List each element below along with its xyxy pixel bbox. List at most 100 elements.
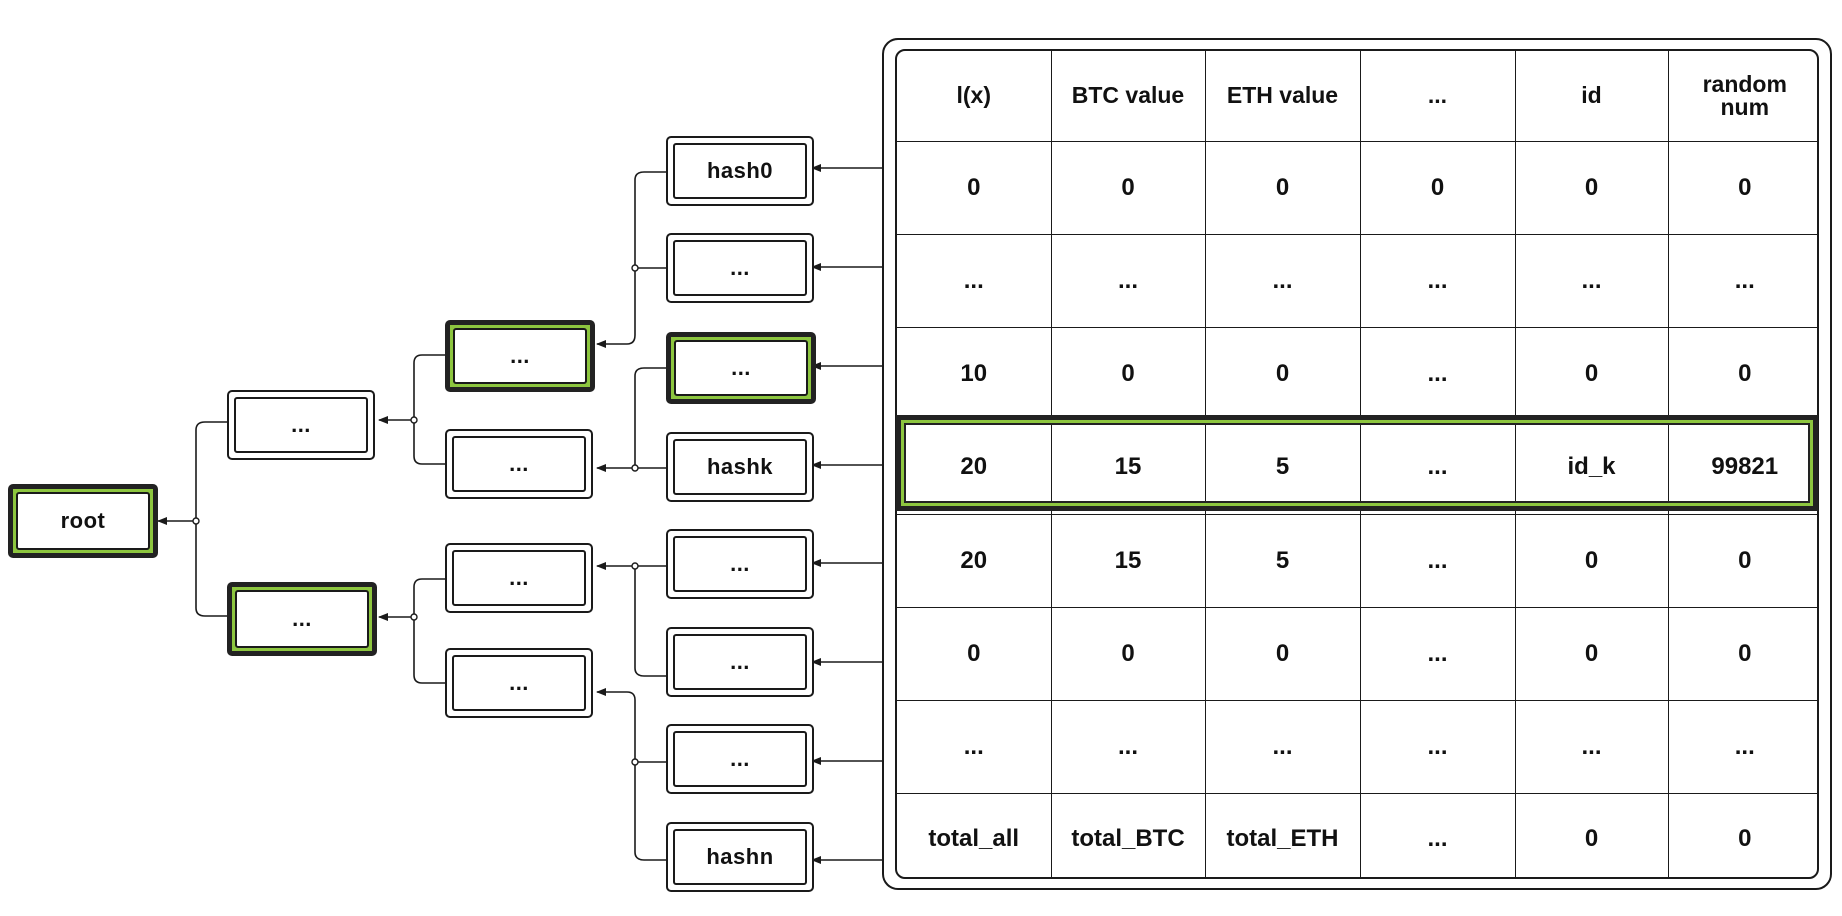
table-cell: 0 [1514,326,1669,421]
table-cell: 0 [897,606,1052,701]
edge-l2c-l1b [378,578,445,621]
edge-l1b-root [195,521,227,617]
table-cell: 0 [1514,606,1669,701]
table-cell: 0 [1667,326,1817,421]
table-cell: ... [1359,792,1516,877]
node-label: ... [453,328,587,384]
table-cell: 0 [1514,140,1669,235]
level2-node: ... [445,648,593,718]
table-row: 10 0 0 ... 0 0 [897,326,1817,421]
header-cell: BTC value [1050,51,1206,142]
table-cell: 0 [1667,140,1817,235]
table-cell: ... [1667,699,1817,794]
table-cell: 0 [1050,606,1206,701]
leaf-node-hashn: hashn [666,822,814,892]
table-header-row: l(x) BTC value ETH value ... id random n… [897,51,1817,142]
level1-node: ... [227,390,375,460]
table-cell: ... [1050,233,1206,328]
level2-node: ... [445,429,593,499]
junction-dot [410,416,418,424]
leaf-node-hashk: hashk [666,432,814,502]
header-cell: random num [1667,51,1817,142]
leaf-node: ... [666,332,816,404]
table-cell: ... [897,233,1052,328]
node-label: ... [234,397,368,453]
table-row: 20 15 5 ... 0 0 [897,513,1817,608]
table-row: 0 0 0 ... 0 0 [897,606,1817,701]
table-cell: ... [1204,699,1361,794]
table-cell: 0 [1050,326,1206,421]
table-row: ... ... ... ... ... ... [897,233,1817,328]
table-cell: ... [1514,699,1669,794]
table-cell: 0 [897,140,1052,235]
node-label: ... [452,655,586,711]
edge-l1a-root [157,421,227,525]
table-cell: 0 [1667,792,1817,877]
table-cell: 0 [1667,513,1817,608]
table-cell: ... [1359,513,1516,608]
table-row: ... ... ... ... ... ... [897,699,1817,794]
table-cell: ... [1359,606,1516,701]
table-cell: 0 [1204,140,1361,235]
table-cell: 15 [1050,513,1206,608]
node-label: ... [673,731,807,787]
table-row-totals: total_all total_BTC total_ETH ... 0 0 [897,792,1817,877]
table-cell: 0 [1204,606,1361,701]
table-cell: 99821 [1667,419,1817,515]
junction-dot [631,562,639,570]
edge-l2a-l1a [378,354,445,424]
level2-node: ... [445,543,593,613]
edge-l2b-l1a [413,420,445,465]
edge-leaf0-l2a [596,171,666,348]
edge-leaf5-l2c [634,566,666,677]
root-label: root [16,492,150,550]
node-label: ... [674,340,808,396]
header-cell: ... [1359,51,1516,142]
table-cell: id_k [1514,419,1669,515]
leaf-node-hash0: hash0 [666,136,814,206]
table-cell: ... [1667,233,1817,328]
table-cell: ... [1359,326,1516,421]
node-label: ... [673,634,807,690]
table-row: 0 0 0 0 0 0 [897,140,1817,235]
junction-dot [631,464,639,472]
header-cell: l(x) [897,51,1052,142]
table-cell: 5 [1204,419,1361,515]
node-label: ... [673,240,807,296]
level1-node: ... [227,582,377,656]
table-cell: 0 [1514,792,1669,877]
header-cell: ETH value [1204,51,1361,142]
leaf-node: ... [666,627,814,697]
leaf-data-table: l(x) BTC value ETH value ... id random n… [895,49,1819,879]
table-cell: 0 [1514,513,1669,608]
edge-leaf2-l2b [596,367,666,472]
node-label: hashn [673,829,807,885]
table-cell: 15 [1050,419,1206,515]
root-node: root [8,484,158,558]
table-cell: 20 [897,419,1052,515]
table-cell: total_ETH [1204,792,1361,877]
data-table: l(x) BTC value ETH value ... id random n… [897,51,1817,877]
junction-dot [631,758,639,766]
table-cell: 0 [1359,140,1516,235]
table-cell: total_all [897,792,1052,877]
table-cell: ... [1514,233,1669,328]
table-row-highlighted: 20 15 5 ... id_k 99821 [897,419,1817,515]
leaf-node: ... [666,233,814,303]
junction-dot [410,613,418,621]
table-cell: 5 [1204,513,1361,608]
table-cell: ... [1359,233,1516,328]
level2-node: ... [445,320,595,392]
leaf-node: ... [666,529,814,599]
edge-l2d-l1b [413,617,445,684]
node-label: hash0 [673,143,807,199]
table-cell: ... [897,699,1052,794]
table-cell: 0 [1050,140,1206,235]
header-cell: id [1514,51,1669,142]
junction-dot [192,517,200,525]
table-cell: 10 [897,326,1052,421]
node-label: ... [452,550,586,606]
leaf-node: ... [666,724,814,794]
table-cell: 0 [1667,606,1817,701]
